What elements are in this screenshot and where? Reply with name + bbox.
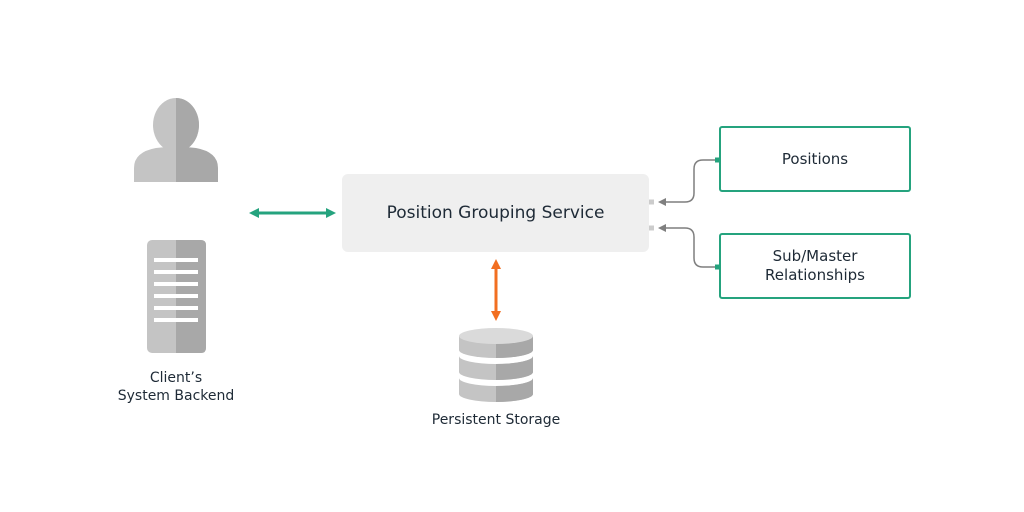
relationships-label-line2: Relationships xyxy=(765,266,865,284)
client-label-line1: Client’s xyxy=(149,370,203,386)
position-grouping-service-box: Position Grouping Service xyxy=(342,174,649,252)
relationships-connector xyxy=(649,224,720,270)
service-label: Position Grouping Service xyxy=(386,203,605,223)
positions-connector xyxy=(649,157,720,206)
positions-label: Positions xyxy=(781,149,849,168)
client-label: Client’s System Backend xyxy=(96,369,256,405)
database-icon xyxy=(459,328,533,402)
client-label-line2: System Backend xyxy=(117,388,235,404)
server-icon xyxy=(147,240,206,353)
relationships-label-line1: Sub/Master xyxy=(772,247,858,265)
user-icon xyxy=(134,98,218,182)
storage-label: Persistent Storage xyxy=(431,412,561,428)
relationships-box: Sub/Master Relationships xyxy=(719,233,911,299)
positions-box: Positions xyxy=(719,126,911,192)
